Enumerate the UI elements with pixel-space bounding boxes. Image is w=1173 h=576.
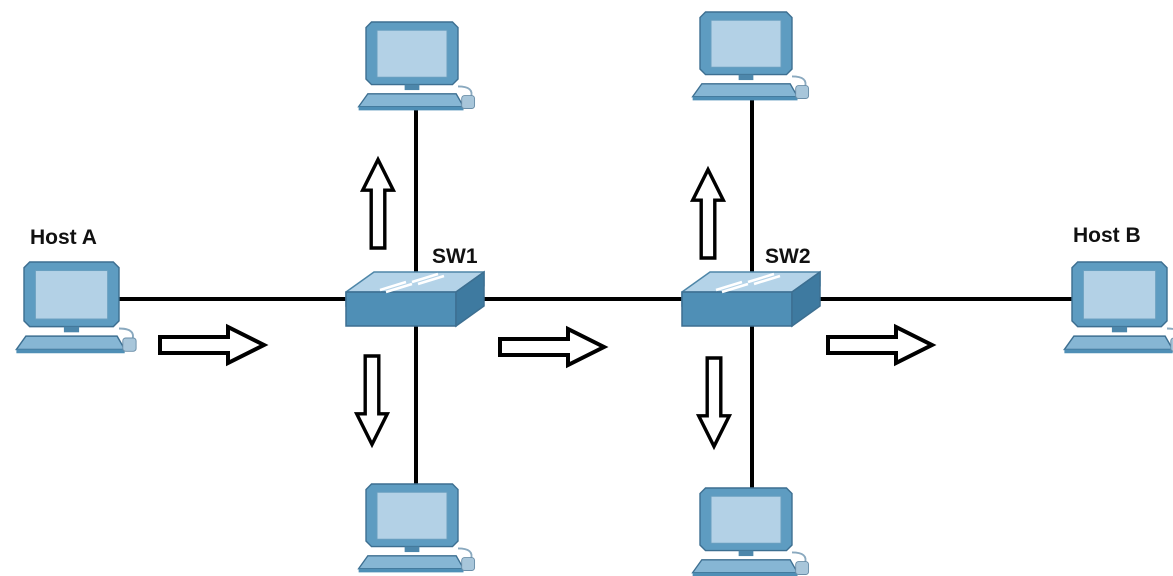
host-b[interactable]: Host B [1063, 224, 1173, 355]
flood-arrow-icon [361, 157, 395, 250]
computer-icon [357, 21, 476, 112]
flood-arrow-icon [498, 327, 606, 367]
host-b-label: Host B [1073, 224, 1141, 247]
network-switch-icon [680, 270, 822, 328]
flood-arrow-icon [158, 325, 266, 365]
sw2-label: SW2 [765, 245, 811, 268]
host-a-label: Host A [30, 226, 97, 249]
network-switch-icon [344, 270, 486, 328]
computer-icon [15, 261, 138, 355]
flood-arrow-icon [826, 325, 934, 365]
network-links [100, 100, 1078, 494]
flood-arrow-icon [691, 167, 725, 260]
sw1-label: SW1 [432, 245, 478, 268]
switch-sw1[interactable]: SW1 [344, 245, 486, 328]
flood-arrow-icon [355, 354, 389, 447]
computer-icon [691, 11, 810, 102]
host-a[interactable]: Host A [15, 226, 138, 355]
flood-arrow-icon [697, 356, 731, 449]
computer-icon [357, 483, 476, 574]
computer-icon [691, 487, 810, 576]
switch-sw2[interactable]: SW2 [680, 245, 822, 328]
computer-icon [1063, 261, 1173, 355]
host-sw2-bottom[interactable] [691, 487, 810, 576]
host-sw1-bottom[interactable] [357, 483, 476, 574]
host-sw2-top[interactable] [691, 11, 810, 102]
host-sw1-top[interactable] [357, 21, 476, 112]
